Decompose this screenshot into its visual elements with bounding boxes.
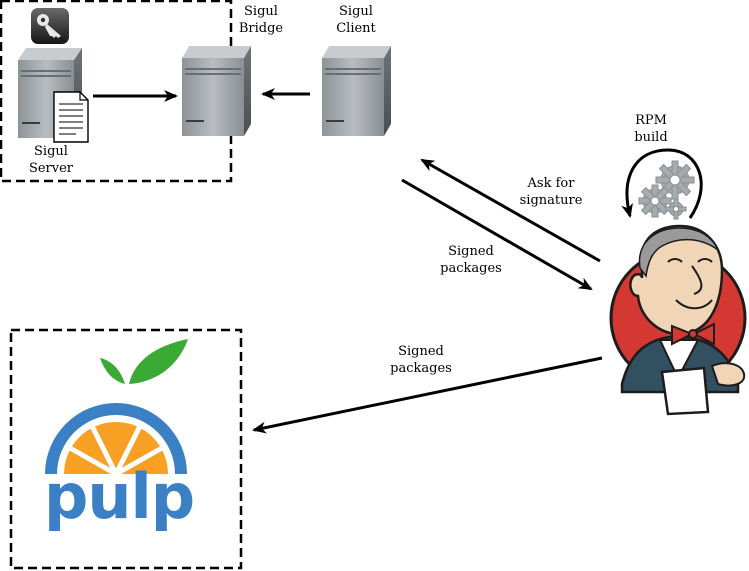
sigul-bridge-label: Sigul Bridge xyxy=(234,3,288,37)
signed-packages-upper-line2: packages xyxy=(440,261,502,276)
ask-for-signature-label-line1: Ask for xyxy=(527,176,575,191)
document-icon xyxy=(53,91,89,143)
arrow-signed-packages-to-client xyxy=(401,178,593,291)
sigul-server-label-line1: Sigul xyxy=(34,144,68,159)
arrow-ask-for-signature xyxy=(420,158,601,263)
jenkins-butler-icon xyxy=(609,224,747,416)
sigul-server-label: Sigul Server xyxy=(25,143,77,177)
sigul-client-label-line1: Sigul xyxy=(339,4,373,19)
signed-packages-lower-line1: Signed xyxy=(398,344,444,359)
key-icon xyxy=(31,8,69,44)
sigul-client-icon xyxy=(322,46,391,136)
signed-packages-label-upper: Signed packages xyxy=(435,243,507,277)
sigul-bridge-label-line2: Bridge xyxy=(238,21,284,36)
ask-for-signature-label: Ask for signature xyxy=(516,175,586,209)
pulp-logo-text: pulp xyxy=(44,460,195,533)
sigul-bridge-icon xyxy=(182,46,251,136)
sigul-group-box xyxy=(0,0,233,183)
signed-packages-lower-line2: packages xyxy=(390,361,452,376)
rpm-build-loop-arrow xyxy=(621,148,703,219)
sigul-client-label-line2: Client xyxy=(336,21,376,36)
rpm-build-label-line1: RPM xyxy=(635,113,667,128)
ask-for-signature-label-line2: signature xyxy=(519,193,583,208)
rpm-build-label: RPM build xyxy=(626,112,676,146)
signed-packages-upper-line1: Signed xyxy=(448,244,494,259)
arrow-signed-packages-to-pulp xyxy=(252,356,603,434)
sigul-bridge-label-line1: Sigul xyxy=(244,4,278,19)
sigul-server-label-line2: Server xyxy=(28,161,74,176)
sigul-client-label: Sigul Client xyxy=(329,3,383,37)
signed-packages-label-lower: Signed packages xyxy=(385,343,457,377)
pulp-logo xyxy=(45,339,188,477)
rpm-build-label-line2: build xyxy=(634,130,668,145)
pulp-group-box xyxy=(9,328,243,570)
gears-icon xyxy=(638,160,695,220)
